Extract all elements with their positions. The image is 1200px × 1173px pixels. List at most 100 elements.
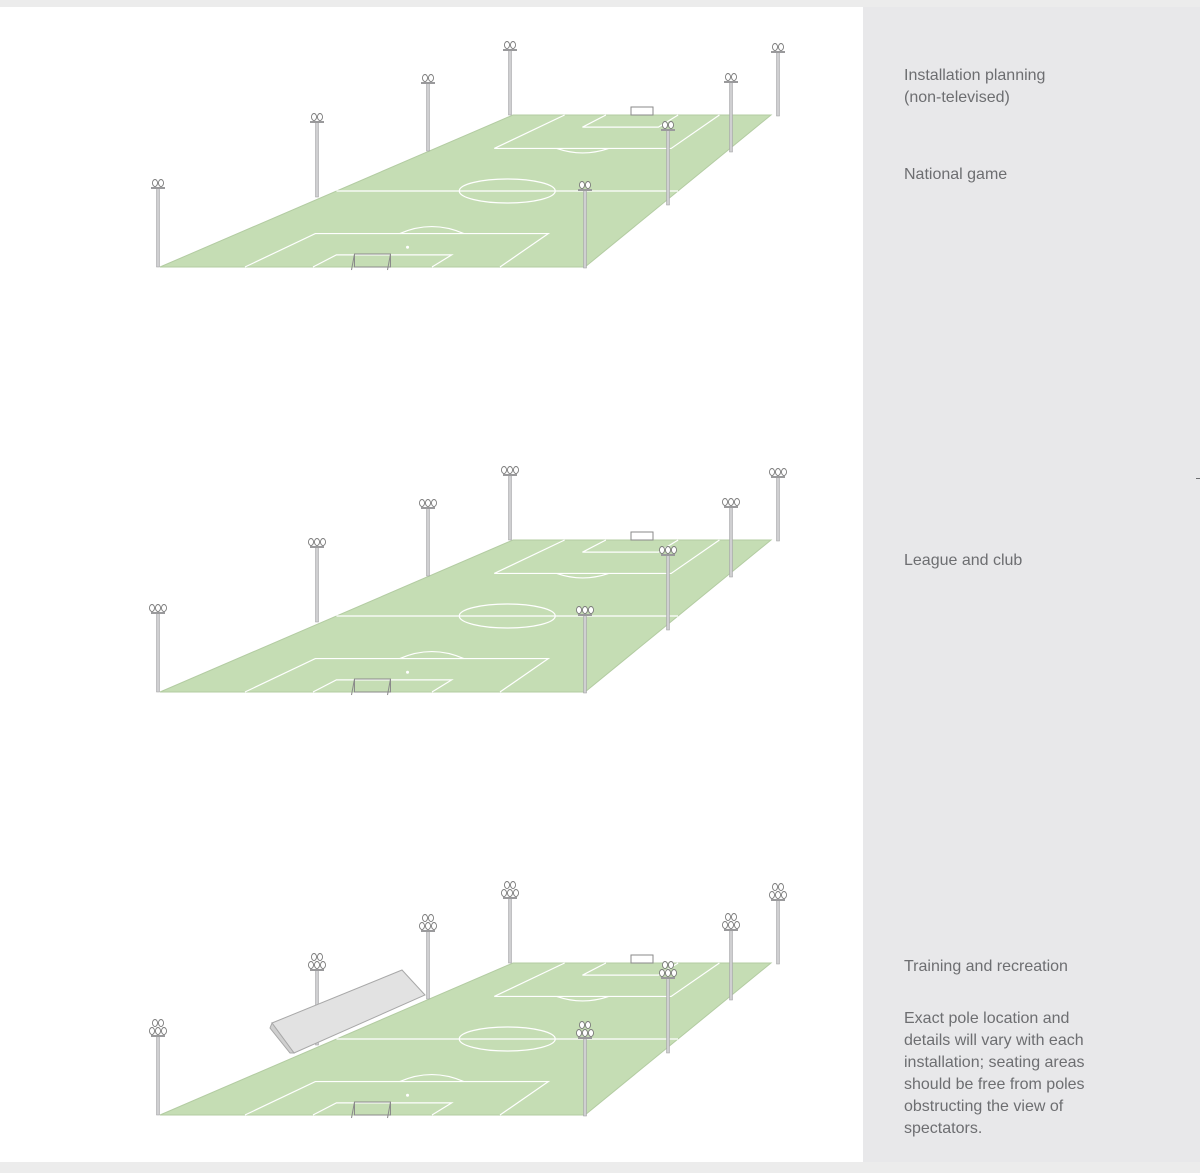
- floodlight-pole: [501, 466, 519, 541]
- near-penalty-box: [244, 1080, 551, 1116]
- lamp: [662, 961, 668, 969]
- pole-mast: [729, 506, 733, 578]
- lamp: [665, 969, 671, 977]
- lamp: [579, 181, 585, 189]
- floodlight-pole: [769, 883, 787, 965]
- lamp: [588, 1029, 594, 1037]
- lamp: [725, 73, 731, 81]
- lamp: [778, 43, 784, 51]
- lamp: [668, 121, 674, 129]
- pole-crossbar: [310, 546, 324, 548]
- pole-mast: [729, 929, 733, 1001]
- floodlight-pole: [771, 43, 785, 117]
- lamp: [781, 891, 787, 899]
- centre-circle: [458, 1026, 556, 1052]
- pole-crossbar: [771, 476, 785, 478]
- pole-crossbar: [310, 969, 324, 971]
- note-pole-location: Exact pole location and details will var…: [904, 1010, 1085, 1137]
- lamp: [671, 969, 677, 977]
- pole-crossbar: [503, 897, 517, 899]
- lamp: [588, 606, 594, 614]
- league-and-club-group: [149, 466, 787, 696]
- floodlight-pole: [419, 914, 437, 1000]
- lamp: [582, 606, 588, 614]
- pole-mast: [729, 81, 733, 153]
- lamp: [419, 922, 425, 930]
- pole-crossbar: [503, 49, 517, 51]
- lamp: [728, 921, 734, 929]
- pole-crossbar: [151, 612, 165, 614]
- lamp: [149, 1027, 155, 1035]
- floodlight-pole: [576, 1021, 594, 1117]
- lamp: [311, 953, 317, 961]
- lamp: [501, 889, 507, 897]
- pole-mast: [426, 507, 430, 577]
- pole-mast: [666, 129, 670, 206]
- label-league-and-club: League and club: [904, 552, 1023, 569]
- lamp: [507, 466, 513, 474]
- pole-crossbar: [310, 121, 324, 123]
- pole-mast: [776, 51, 780, 117]
- lamp: [671, 546, 677, 554]
- near-penalty-box: [244, 232, 551, 268]
- far-goal: [630, 106, 654, 116]
- centre-circle: [458, 178, 556, 204]
- floodlight-pole: [661, 121, 675, 206]
- lamp: [510, 41, 516, 49]
- frame-top: [0, 0, 1200, 7]
- lamp: [308, 538, 314, 546]
- pole-crossbar: [661, 977, 675, 979]
- lamp: [665, 546, 671, 554]
- floodlight-pole: [578, 181, 592, 269]
- pole-crossbar: [771, 899, 785, 901]
- label-training-and-recreation: Training and recreation: [904, 958, 1068, 975]
- pole-mast: [583, 614, 587, 694]
- lamp: [725, 913, 731, 921]
- pole-crossbar: [151, 1035, 165, 1037]
- pole-crossbar: [724, 929, 738, 931]
- pole-mast: [666, 554, 670, 631]
- lamp: [317, 953, 323, 961]
- pole-crossbar: [724, 81, 738, 83]
- far-penalty-arc: [556, 147, 609, 154]
- lamp: [431, 922, 437, 930]
- lamp: [769, 468, 775, 476]
- pitch-diagrams: [149, 41, 787, 1119]
- lamp: [422, 74, 428, 82]
- pole-crossbar: [724, 506, 738, 508]
- pole-crossbar: [503, 474, 517, 476]
- lamp: [158, 1019, 164, 1027]
- pole-crossbar: [661, 554, 675, 556]
- far-goal: [630, 954, 654, 964]
- lamp: [731, 913, 737, 921]
- lamp: [781, 468, 787, 476]
- pole-mast: [666, 977, 670, 1054]
- floodlight-pole: [501, 881, 519, 964]
- pole-mast: [583, 189, 587, 269]
- far-penalty-box: [494, 962, 720, 998]
- floodlight-pole: [722, 498, 740, 578]
- lamp: [576, 606, 582, 614]
- frame-bottom: [0, 1162, 1200, 1173]
- pole-mast: [426, 82, 430, 152]
- penalty-spot: [406, 670, 410, 674]
- lamp: [155, 604, 161, 612]
- lamp: [317, 113, 323, 121]
- lamp: [504, 881, 510, 889]
- near-penalty-box: [244, 657, 551, 693]
- lamp: [579, 1021, 585, 1029]
- pole-mast: [508, 49, 512, 116]
- lamp: [501, 466, 507, 474]
- lamp: [425, 499, 431, 507]
- floodlight-pole: [151, 179, 165, 268]
- far-goal: [630, 531, 654, 541]
- lamp: [513, 466, 519, 474]
- lamp: [155, 1027, 161, 1035]
- lamp: [419, 499, 425, 507]
- centre-circle: [458, 603, 556, 629]
- lamp: [149, 604, 155, 612]
- lamp: [152, 179, 158, 187]
- pole-crossbar: [661, 129, 675, 131]
- lamp: [320, 961, 326, 969]
- floodlight-pole: [503, 41, 517, 116]
